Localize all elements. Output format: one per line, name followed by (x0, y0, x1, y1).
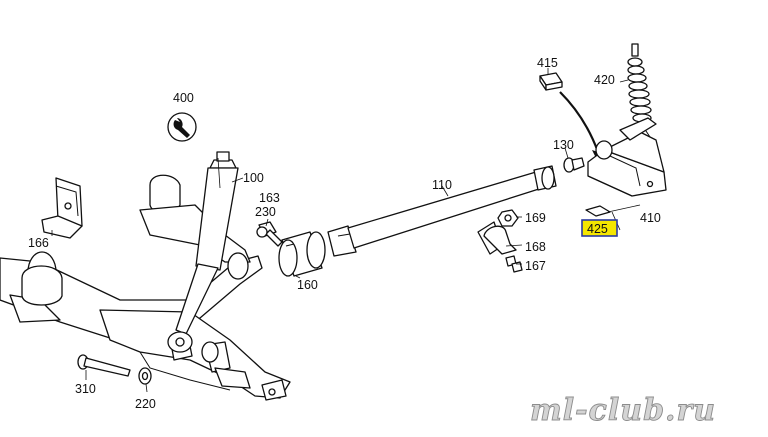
callout-425-text: 425 (587, 222, 608, 236)
callout-100[interactable]: 100 (243, 171, 264, 185)
callout-100-text: 100 (243, 171, 264, 185)
callout-160-text: 160 (297, 278, 318, 292)
callout-166-text: 166 (28, 236, 49, 250)
callout-425-highlighted[interactable]: 425 (581, 219, 618, 237)
callout-420-text: 420 (594, 73, 615, 87)
support-bracket-410 (587, 117, 667, 197)
torsion-bar-110 (327, 165, 557, 257)
callout-166[interactable]: 166 (28, 236, 49, 250)
bellows-420 (627, 43, 653, 171)
callout-130-text: 130 (553, 138, 574, 152)
clamp-168 (477, 221, 517, 255)
callout-167[interactable]: 167 (525, 259, 546, 273)
callout-110-text: 110 (432, 178, 452, 192)
bolt-310 (77, 354, 131, 377)
callout-310[interactable]: 310 (75, 382, 96, 396)
wrench-icon (167, 112, 197, 142)
callout-168-text: 168 (525, 240, 546, 254)
callout-169-text: 169 (525, 211, 546, 225)
washer-220 (138, 367, 152, 385)
callout-110[interactable]: 110 (432, 178, 452, 192)
bolt-163 (256, 221, 283, 247)
callout-425-highlight-box (581, 219, 618, 237)
shim-425 (585, 205, 611, 217)
watermark-text: ml-club.ru (530, 393, 716, 428)
callout-400[interactable]: 400 (173, 91, 194, 105)
callout-160[interactable]: 160 (297, 278, 318, 292)
callout-230[interactable]: 230 (255, 205, 276, 219)
bolt-130 (563, 157, 585, 173)
callout-220[interactable]: 220 (135, 397, 156, 411)
callout-400-text: 400 (173, 91, 194, 105)
bracket-166 (41, 177, 83, 239)
callout-410-text: 410 (640, 211, 661, 225)
callout-230-text: 230 (255, 205, 276, 219)
callout-130[interactable]: 130 (553, 138, 574, 152)
callout-labels: 400 100 163 230 160 110 130 415 420 410 (28, 56, 661, 411)
callout-310-text: 310 (75, 382, 96, 396)
subframe-assembly (0, 174, 291, 401)
callout-420[interactable]: 420 (594, 73, 615, 87)
callout-169[interactable]: 169 (525, 211, 546, 225)
bushing-160 (278, 231, 326, 277)
callout-410[interactable]: 410 (640, 211, 661, 225)
callout-163-text: 163 (259, 191, 280, 205)
callout-163[interactable]: 163 (259, 191, 280, 205)
pad-415 (539, 72, 604, 162)
callout-415-text: 415 (537, 56, 558, 70)
nut-169 (497, 209, 519, 227)
shock-absorber-100 (167, 151, 239, 353)
callout-415[interactable]: 415 (537, 56, 558, 70)
callout-168[interactable]: 168 (525, 240, 546, 254)
callout-220-text: 220 (135, 397, 156, 411)
callout-167-text: 167 (525, 259, 546, 273)
